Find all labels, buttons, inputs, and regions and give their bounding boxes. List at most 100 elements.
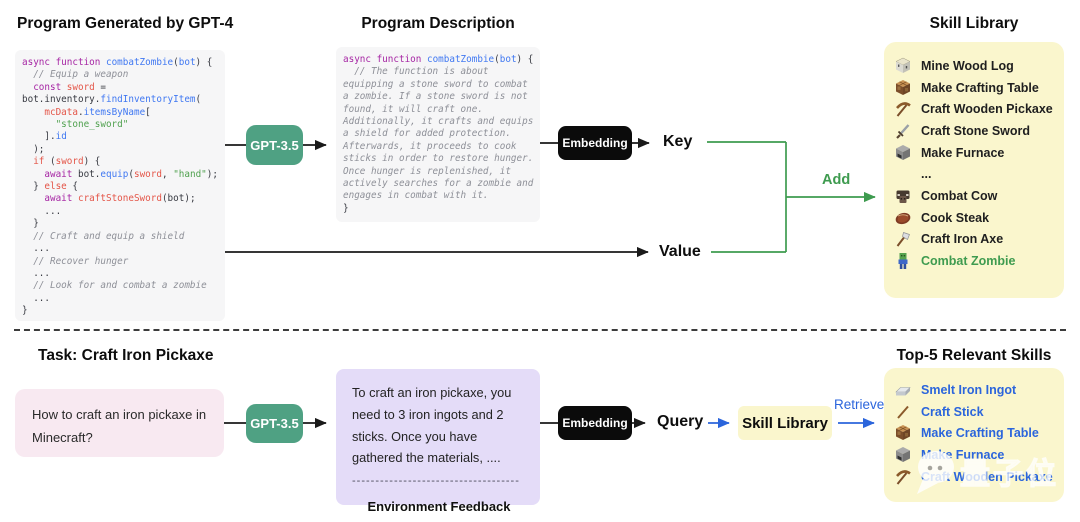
skill-item: Craft Stick bbox=[894, 401, 1056, 423]
add-label: Add bbox=[822, 172, 851, 188]
code-line: found, it will craft one. bbox=[343, 103, 483, 115]
task-heading: Task: Craft Iron Pickaxe bbox=[38, 347, 214, 364]
zombie-icon bbox=[894, 252, 912, 270]
skill-item: Combat Cow bbox=[894, 185, 1056, 207]
skill-item: Craft Iron Axe bbox=[894, 229, 1056, 251]
wood-log-icon bbox=[894, 57, 912, 75]
program-description-box: async function combatZombie(bot) { // Th… bbox=[336, 47, 540, 222]
skill-library-chip: Skill Library bbox=[738, 406, 832, 440]
description-heading: Program Description bbox=[361, 15, 515, 32]
environment-feedback-box: To craft an iron pickaxe, you need to 3 … bbox=[336, 369, 540, 514]
code-line: actively searches for a zombie and bbox=[343, 178, 534, 190]
code-line: if (sword) { bbox=[33, 156, 101, 168]
skill-item-label: Craft Stick bbox=[921, 404, 984, 419]
code-line: ].id bbox=[22, 131, 67, 143]
skill-item: Make Crafting Table bbox=[894, 77, 1056, 99]
code-line: // Equip a weapon bbox=[22, 69, 129, 81]
code-line: } else { bbox=[22, 181, 78, 193]
skill-item: Craft Stone Sword bbox=[894, 120, 1056, 142]
skill-item-label: Craft Wooden Pickaxe bbox=[921, 469, 1053, 484]
skill-item-label: Smelt Iron Ingot bbox=[921, 382, 1017, 397]
skill-item-label: Make Crafting Table bbox=[921, 80, 1039, 95]
code-line: ... bbox=[22, 243, 50, 255]
embedding-box-bottom: Embedding bbox=[558, 406, 632, 440]
skill-item-label: Craft Wooden Pickaxe bbox=[921, 102, 1053, 117]
skill-item-label: Mine Wood Log bbox=[921, 58, 1014, 73]
code-line: Afterwards, it proceeds to cook bbox=[343, 140, 517, 152]
crafting-table-icon bbox=[894, 424, 912, 442]
embedding-box-top: Embedding bbox=[558, 126, 632, 160]
wooden-pickaxe-icon bbox=[894, 100, 912, 118]
skill-item-label: Craft Stone Sword bbox=[921, 123, 1031, 138]
skill-item-label: ... bbox=[921, 167, 932, 182]
task-prompt-box: How to craft an iron pickaxe in Minecraf… bbox=[15, 389, 224, 457]
code-line: Once hunger is replenished, it bbox=[343, 165, 511, 177]
skill-item: Craft Wooden Pickaxe bbox=[894, 466, 1056, 488]
code-line: ... bbox=[22, 267, 50, 279]
code-line: "stone_sword" bbox=[22, 119, 129, 131]
key-label: Key bbox=[663, 133, 693, 150]
code-line: // Craft and equip a shield bbox=[22, 230, 185, 242]
watermark-text: 量子位 bbox=[960, 457, 1059, 491]
gpt4-program-code: async function combatZombie(bot) { // Eq… bbox=[15, 50, 225, 321]
feedback-divider: ------------------------------------ bbox=[352, 475, 520, 487]
skill-item: Make Crafting Table bbox=[894, 422, 1056, 444]
skill-item-label: Combat Cow bbox=[921, 188, 998, 203]
code-line: ... bbox=[22, 205, 62, 217]
code-line: async function combatZombie(bot) { bbox=[343, 54, 534, 65]
code-line: engages in combat with it. bbox=[343, 190, 489, 202]
code-line: bot.inventory.findInventoryItem( bbox=[22, 94, 202, 106]
skill-item: Mine Wood Log bbox=[894, 55, 1056, 77]
cow-icon bbox=[894, 187, 912, 205]
code-line: a shield for added protection. bbox=[343, 128, 511, 140]
furnace-icon bbox=[894, 144, 912, 162]
code-line: equipping a stone sword to combat bbox=[343, 78, 528, 90]
code-line: Additionally, it crafts and equips bbox=[343, 116, 534, 128]
code-line: // Look for and combat a zombie bbox=[22, 280, 207, 292]
code-line: sticks in order to restore hunger. bbox=[343, 153, 534, 165]
qbitai-watermark: 量子位 bbox=[917, 451, 1059, 494]
code-line: } bbox=[22, 218, 39, 230]
wooden-pickaxe-icon bbox=[894, 468, 912, 486]
top5-heading: Top-5 Relevant Skills bbox=[896, 347, 1052, 364]
skill-item-label: Make Furnace bbox=[921, 145, 1005, 160]
skill-item: ... bbox=[894, 163, 1056, 185]
code-line: } bbox=[343, 202, 349, 214]
iron-ingot-icon bbox=[894, 381, 912, 399]
skill-item: Combat Zombie bbox=[894, 250, 1056, 272]
code-line: await bot.equip(sword, "hand"); bbox=[22, 168, 218, 180]
skill-item: Craft Wooden Pickaxe bbox=[894, 98, 1056, 120]
gpt-3-5-box-top: GPT-3.5 bbox=[246, 125, 303, 165]
skill-item-label: Combat Zombie bbox=[921, 254, 1016, 269]
code-line: } bbox=[22, 305, 28, 317]
code-line: async function combatZombie(bot) { bbox=[22, 57, 213, 68]
code-line: mcData.itemsByName[ bbox=[44, 106, 151, 118]
code-line: // The function is about bbox=[343, 66, 489, 78]
crafting-table-icon bbox=[894, 79, 912, 97]
program-heading: Program Generated by GPT-4 bbox=[17, 15, 234, 32]
skill-item-label: Craft Iron Axe bbox=[921, 232, 1004, 247]
steak-icon bbox=[894, 209, 912, 227]
code-line: await craftStoneSword(bot); bbox=[22, 193, 196, 205]
furnace-icon bbox=[894, 446, 912, 464]
feedback-text: To craft an iron pickaxe, you need to 3 … bbox=[352, 385, 512, 466]
value-label: Value bbox=[659, 243, 701, 260]
skill-item: Cook Steak bbox=[894, 207, 1056, 229]
code-line: a zombie. If a stone sword is not bbox=[343, 91, 528, 103]
skill-item-label: Make Crafting Table bbox=[921, 426, 1039, 441]
code-line: // Recover hunger bbox=[22, 255, 129, 267]
section-divider bbox=[14, 329, 1066, 331]
stick-icon bbox=[894, 403, 912, 421]
skill-item-label: Cook Steak bbox=[921, 210, 990, 225]
retrieve-label: Retrieve bbox=[834, 397, 885, 412]
skill-item: Make Furnace bbox=[894, 142, 1056, 164]
feedback-label: Environment Feedback bbox=[367, 498, 511, 514]
gpt-3-5-box-bottom: GPT-3.5 bbox=[246, 404, 303, 443]
skill-library-heading: Skill Library bbox=[929, 15, 1019, 32]
query-label: Query bbox=[657, 413, 704, 430]
stone-sword-icon bbox=[894, 122, 912, 140]
